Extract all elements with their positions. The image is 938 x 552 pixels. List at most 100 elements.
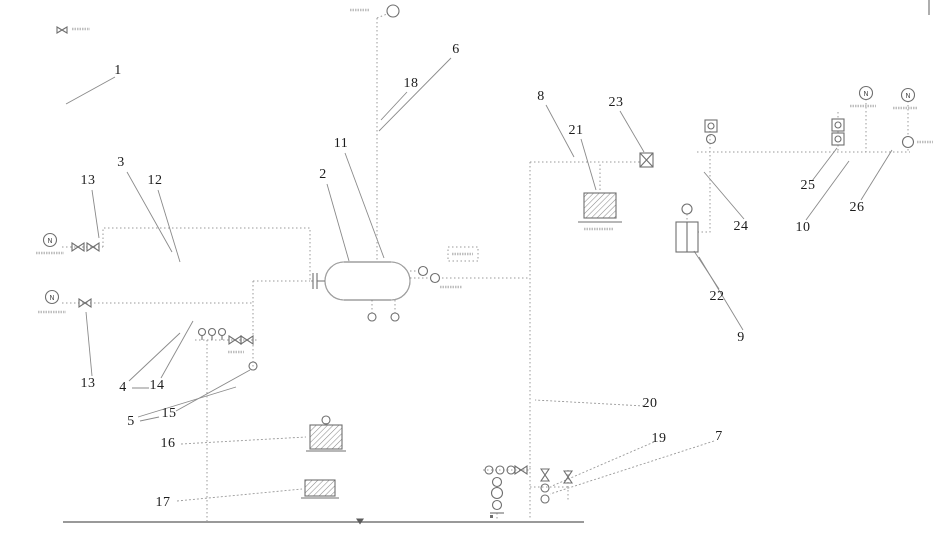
leader-19 — [551, 441, 655, 487]
nitrogen-source-label: N — [47, 237, 52, 245]
leader-3 — [126, 171, 173, 253]
drain-valve-icon — [390, 312, 400, 322]
callout-18: 18 — [403, 76, 419, 91]
callout-6: 6 — [452, 42, 460, 57]
level-gauge-icon — [429, 272, 441, 284]
leader-18 — [380, 91, 408, 121]
gauge-icon — [321, 415, 331, 425]
leader-26 — [860, 149, 893, 201]
leader-25 — [811, 147, 838, 182]
pump-body-icon — [491, 476, 503, 488]
leader-17 — [176, 488, 303, 502]
nitrogen-source-icon: N — [44, 289, 60, 305]
callout-24: 24 — [733, 219, 749, 234]
equipment: N N N N — [42, 4, 916, 514]
leader-15 — [175, 369, 251, 412]
callout-19: 19 — [651, 431, 667, 446]
motor-unit-21 — [578, 192, 622, 223]
pump-unit-17 — [301, 479, 339, 499]
gauge-icon — [540, 483, 550, 493]
callout-10: 10 — [795, 220, 811, 235]
illegible-tag-text — [36, 8, 933, 354]
vent-elbow — [376, 13, 388, 19]
callout-3: 3 — [117, 155, 125, 170]
nitrogen-source-label: N — [905, 92, 910, 100]
valve-icon — [71, 241, 85, 253]
leader-12 — [157, 189, 181, 263]
leader-16 — [180, 436, 307, 445]
horizontal-vessel — [312, 261, 441, 322]
leader-21 — [580, 138, 597, 191]
transmitter-icon — [831, 132, 845, 146]
nitrogen-source-label: N — [49, 294, 54, 302]
valve-icon — [539, 468, 551, 482]
leader-11 — [344, 152, 385, 259]
baseline — [63, 0, 930, 525]
pressure-gauge-icon — [217, 327, 227, 337]
valve-icon — [514, 464, 528, 476]
leader-5-15-tie — [139, 416, 160, 422]
gauge-icon — [681, 203, 693, 215]
leader-4 — [128, 332, 181, 382]
nitrogen-source-icon: N — [900, 87, 916, 103]
nitrogen-source-icon: N — [42, 232, 58, 248]
pressure-gauge-icon — [197, 327, 207, 337]
valve-icon — [56, 26, 68, 34]
pump-cluster — [484, 464, 574, 514]
callout-16: 16 — [160, 436, 176, 451]
leader-2 — [326, 183, 350, 262]
floor-tick — [356, 518, 364, 525]
leader-14 — [160, 320, 194, 379]
callout-21: 21 — [568, 123, 584, 138]
nitrogen-source-label: N — [863, 90, 868, 98]
callout-7: 7 — [715, 429, 723, 444]
callout-5: 5 — [127, 414, 135, 429]
leader-1 — [65, 76, 116, 105]
level-gauge-icon — [417, 265, 429, 277]
valve-icon — [78, 297, 92, 309]
valve-icon — [86, 241, 100, 253]
valve-icon — [562, 470, 574, 484]
leader-13-bottom — [85, 311, 93, 377]
callout-17: 17 — [155, 495, 171, 510]
sample-point-icon — [248, 361, 258, 371]
callout-4: 4 — [119, 380, 127, 395]
leader-24 — [703, 171, 745, 220]
leader-lines — [65, 57, 893, 422]
callout-11: 11 — [333, 136, 349, 151]
gauge-icon — [484, 465, 494, 475]
gauge-icon — [705, 133, 717, 145]
pump-unit-16 — [306, 415, 346, 452]
right-instruments — [704, 118, 915, 149]
leader-8 — [545, 104, 575, 158]
callout-1: 1 — [114, 63, 122, 78]
gauge-icon — [540, 494, 550, 504]
leader-13-top — [91, 189, 100, 239]
vessel-inlet-flange — [312, 273, 325, 289]
vessel-right-stubs — [410, 270, 430, 279]
drain-valve-icon — [367, 312, 377, 322]
right-riser — [698, 131, 711, 233]
pressure-gauge-icon — [207, 327, 217, 337]
callout-20: 20 — [642, 396, 658, 411]
callout-23: 23 — [608, 95, 624, 110]
vessel-bottom-stubs — [371, 300, 396, 313]
callout-25: 25 — [800, 178, 816, 193]
pump-body-icon — [490, 486, 504, 500]
transmitter-icon — [704, 119, 718, 133]
valve-icon — [240, 334, 254, 346]
callout-12: 12 — [147, 173, 163, 188]
leader-20 — [534, 399, 645, 407]
filter-unit-22 — [675, 203, 699, 253]
leader-lines-dotted — [176, 399, 715, 502]
transmitter-icon — [831, 118, 845, 132]
leader-6 — [378, 57, 452, 132]
piping-network — [62, 13, 910, 521]
callout-2: 2 — [319, 167, 327, 182]
floor-mark — [490, 515, 493, 518]
callout-8: 8 — [537, 89, 545, 104]
gauge-icon — [901, 135, 915, 149]
callout-13-bottom: 13 — [80, 376, 96, 391]
